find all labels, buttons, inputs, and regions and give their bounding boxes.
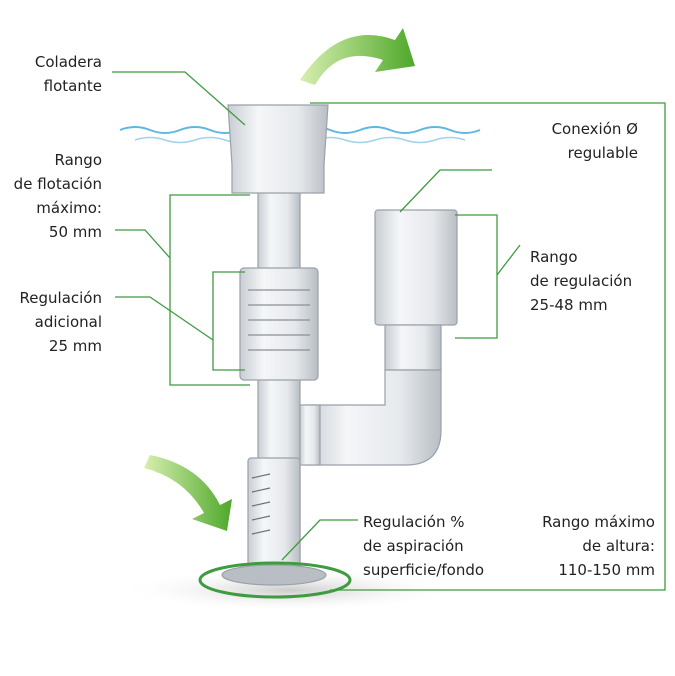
- skimmer-body: [221, 104, 458, 586]
- label-line: Coladera: [34, 53, 102, 71]
- label-line: 110-150 mm: [558, 561, 655, 579]
- label-line: máximo:: [36, 199, 102, 217]
- leader-lines: [112, 71, 666, 591]
- label-line: flotante: [43, 77, 102, 95]
- label-rango-altura: Rango máximo de altura: 110-150 mm: [542, 510, 655, 582]
- label-line: Regulación %: [363, 513, 465, 531]
- label-rango-flotacion: Rango de flotación máximo: 50 mm: [14, 148, 102, 244]
- label-line: de altura:: [582, 537, 655, 555]
- rotate-arrow-bottom-icon: [144, 455, 232, 531]
- label-line: 50 mm: [48, 223, 102, 241]
- label-line: Conexión Ø: [551, 120, 638, 138]
- label-line: de aspiración: [363, 537, 464, 555]
- rotate-arrow-top-icon: [300, 28, 415, 85]
- label-line: regulable: [567, 144, 638, 162]
- label-rango-regulacion: Rango de regulación 25-48 mm: [530, 245, 632, 317]
- label-regulacion-adicional: Regulación adicional 25 mm: [20, 286, 102, 358]
- label-regulacion-aspiracion: Regulación % de aspiración superficie/fo…: [363, 510, 484, 582]
- label-line: adicional: [34, 313, 102, 331]
- label-line: de flotación: [13, 175, 102, 193]
- label-conexion-regulable: Conexión Ø regulable: [552, 117, 638, 165]
- label-line: Rango máximo: [542, 513, 655, 531]
- label-line: Rango: [54, 151, 103, 169]
- rotation-ellipse: [198, 561, 352, 599]
- label-line: Regulación: [19, 289, 102, 307]
- label-line: de regulación: [530, 272, 633, 290]
- label-line: 25-48 mm: [530, 296, 608, 314]
- label-line: Rango: [530, 248, 578, 266]
- label-line: 25 mm: [48, 337, 102, 355]
- label-coladera-flotante: Coladera flotante: [35, 50, 102, 98]
- floor-shadow: [120, 568, 460, 612]
- label-line: superficie/fondo: [363, 561, 485, 579]
